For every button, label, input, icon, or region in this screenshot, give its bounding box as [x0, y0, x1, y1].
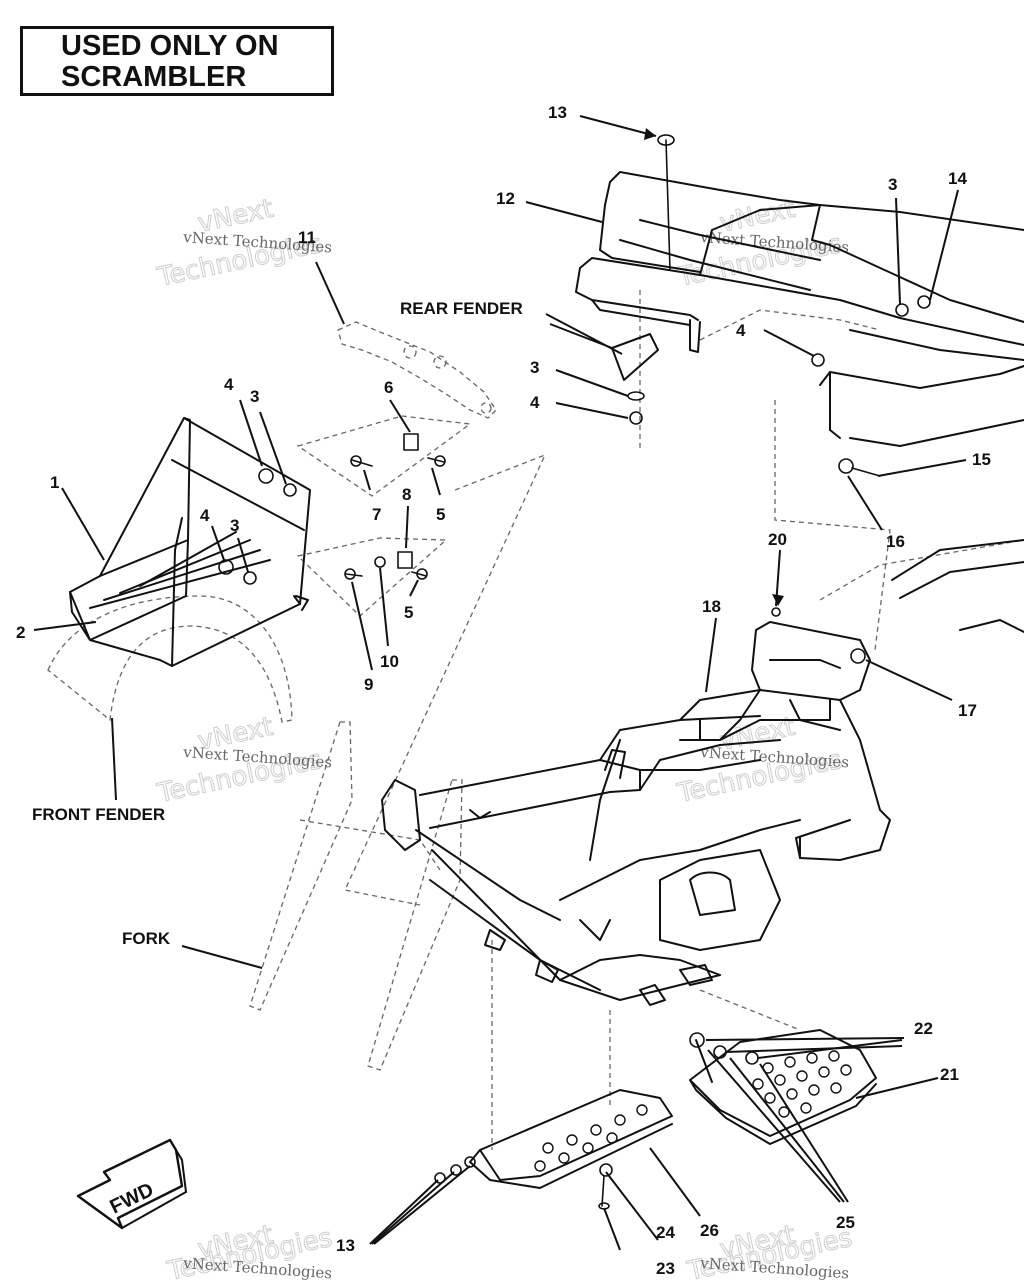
callout-4a: 4: [224, 375, 234, 394]
callout-5a: 5: [436, 505, 445, 524]
fwd-arrow-icon: [76, 1138, 184, 1230]
title-line-1: USED ONLY ON: [61, 30, 279, 62]
leader-lines: [33, 115, 967, 1251]
callout-23: 23: [656, 1259, 675, 1278]
rack-phantom: [699, 309, 881, 341]
fork-right-phantom: [367, 779, 463, 1071]
callout-1: 1: [50, 473, 59, 492]
skid-plate-holes: [534, 1104, 648, 1172]
frame-phantom-line: [344, 453, 547, 906]
rear-bracket-hole-1: [403, 345, 417, 359]
grab-bar-end: [959, 619, 1024, 633]
main-frame: [381, 621, 891, 1006]
leader-arrows: [644, 128, 784, 606]
callout-16: 16: [886, 532, 905, 551]
footrest-phantom-line: [699, 989, 801, 1031]
phantom-parts: [47, 290, 1024, 1150]
callout-6: 6: [384, 378, 393, 397]
front-rack: [69, 417, 311, 667]
explode-plane-upper: [296, 415, 472, 497]
front-fender-phantom: [47, 595, 293, 723]
callouts: 1 2 3 3 3 4 4 4 5 5 6 7 8 9 10 11 12 13 …: [16, 103, 991, 1278]
callout-4d: 4: [736, 321, 746, 340]
fork-left-phantom: [249, 721, 353, 1011]
callout-3d: 3: [888, 175, 897, 194]
rear-bracket-phantom: [337, 321, 497, 419]
grab-bar-upper: [891, 539, 1024, 581]
callout-13a: 13: [548, 103, 567, 122]
callout-24: 24: [656, 1223, 675, 1242]
callout-21: 21: [940, 1065, 959, 1084]
skid-plate: [469, 1089, 673, 1189]
callout-13b: 13: [336, 1236, 355, 1255]
rack-mount-phantom: [774, 400, 891, 651]
callout-3b: 3: [230, 516, 239, 535]
callout-15: 15: [972, 450, 991, 469]
callout-8: 8: [402, 485, 411, 504]
callout-4b: 4: [200, 506, 210, 525]
callout-14: 14: [948, 169, 967, 188]
title-box: USED ONLY ON SCRAMBLER: [20, 26, 334, 96]
footrest-holes: [752, 1050, 852, 1118]
rear-bracket-hole-3: [480, 402, 492, 414]
callout-12: 12: [496, 189, 515, 208]
explode-plane-lower: [296, 537, 448, 617]
label-fork: FORK: [122, 929, 171, 948]
grab-bar-phantom: [819, 539, 1024, 601]
callout-17: 17: [958, 701, 977, 720]
label-rear-fender: REAR FENDER: [400, 299, 523, 318]
callout-5b: 5: [404, 603, 413, 622]
title-line-2: SCRAMBLER: [61, 61, 247, 93]
rear-rack: [575, 171, 1024, 447]
callout-9: 9: [364, 675, 373, 694]
callout-7: 7: [372, 505, 381, 524]
callout-18: 18: [702, 597, 721, 616]
footrest: [689, 1029, 877, 1145]
callout-22: 22: [914, 1019, 933, 1038]
solid-parts: [69, 134, 1024, 1210]
label-front-fender: FRONT FENDER: [32, 805, 165, 824]
callout-2: 2: [16, 623, 25, 642]
callout-3a: 3: [250, 387, 259, 406]
callout-26: 26: [700, 1221, 719, 1240]
rear-fender-piece: [611, 333, 659, 381]
callout-25: 25: [836, 1213, 855, 1232]
callout-20: 20: [768, 530, 787, 549]
part-name-labels: REAR FENDER FRONT FENDER FORK: [32, 299, 523, 948]
fwd-arrow-shadow: [121, 1149, 188, 1229]
watermarks: vNext Technologies vNext Technologies vN…: [154, 193, 856, 1280]
grab-bar-lower: [899, 561, 1024, 599]
rear-bracket-hole-2: [433, 355, 447, 369]
callout-11: 11: [298, 228, 316, 247]
callout-4c: 4: [530, 393, 540, 412]
fasteners: [218, 134, 931, 1210]
callout-10: 10: [380, 652, 399, 671]
fwd-arrow: FWD: [76, 1138, 188, 1230]
callout-3c: 3: [530, 358, 539, 377]
